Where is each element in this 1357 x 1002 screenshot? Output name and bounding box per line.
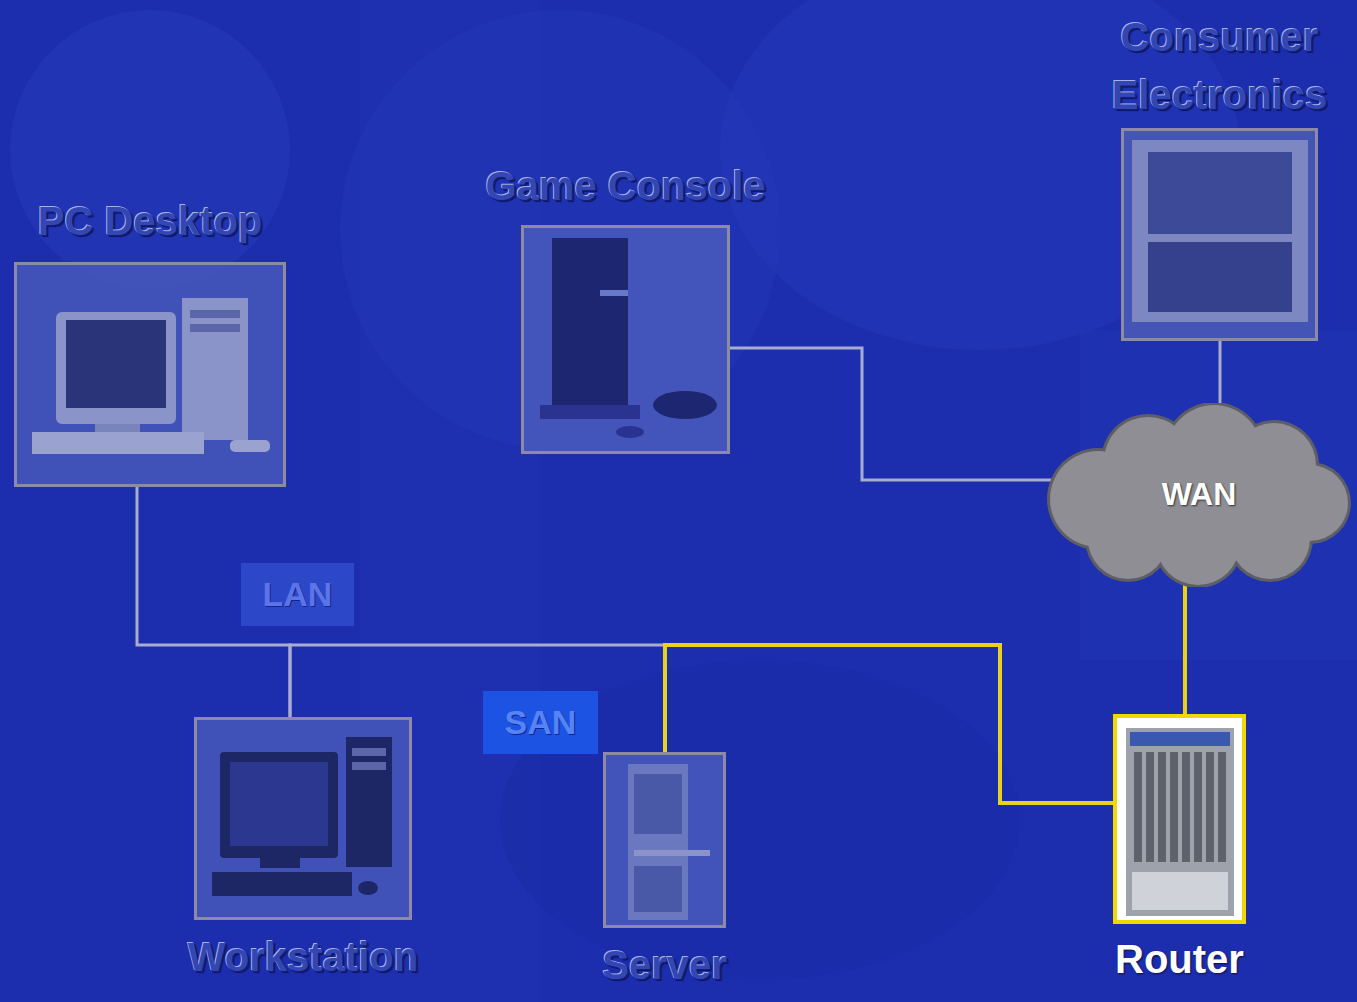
tv-panel (1148, 242, 1292, 312)
picture-frame (194, 717, 412, 920)
consumer-electronics-box: Consumer Electronics (1085, 8, 1355, 341)
network-link (290, 645, 665, 752)
node-heading: Server (602, 942, 727, 988)
router-slot (1158, 752, 1166, 862)
picture-frame (603, 752, 726, 928)
drive-bay (190, 324, 240, 332)
cloud-label: WAN (1162, 477, 1237, 512)
lan-tag: LAN (241, 563, 354, 626)
monitor-screen (230, 762, 328, 846)
router-fan-tray (1132, 872, 1228, 910)
monitor-icon (220, 752, 338, 858)
network-link (1183, 583, 1187, 714)
picture-panel (603, 752, 726, 928)
mouse-icon (230, 440, 270, 452)
pc-desktop-box: PC Desktop (14, 198, 286, 487)
picture-panel (1121, 128, 1318, 341)
router-box: Router (1113, 714, 1246, 982)
san-tag: SAN (483, 691, 598, 754)
server-unit (634, 866, 682, 912)
game-console-box: Game Console (485, 163, 766, 454)
node-heading: Consumer Electronics (1085, 8, 1355, 124)
mouse-icon (358, 881, 378, 895)
controller-icon (653, 391, 717, 419)
network-tag-label: LAN (263, 576, 333, 613)
monitor-icon (56, 312, 176, 424)
cloud-outline (1047, 403, 1351, 587)
picture-frame (14, 262, 286, 487)
disc-slot (600, 290, 628, 296)
server-box: Server (602, 752, 727, 988)
router-slot (1206, 752, 1214, 862)
server-unit (634, 774, 682, 834)
node-heading: Router (1115, 936, 1244, 982)
network-link (730, 348, 1052, 480)
picture-panel (194, 717, 412, 920)
router-slot (1182, 752, 1190, 862)
keyboard-icon (32, 432, 204, 454)
router-label-strip (1130, 732, 1230, 746)
picture-panel (14, 262, 286, 487)
picture-frame (1113, 714, 1246, 924)
drive-bay (352, 748, 386, 756)
drive-bay (190, 310, 240, 318)
node-heading: Workstation (188, 934, 418, 980)
background-shape (10, 10, 290, 290)
cloud-fill-part (1132, 439, 1256, 563)
drive-bay (352, 762, 386, 770)
picture-panel (1113, 714, 1246, 924)
router-slot (1170, 752, 1178, 862)
router-chassis-icon (1126, 728, 1234, 916)
tv-cabinet-icon (1132, 140, 1308, 322)
router-slot (1146, 752, 1154, 862)
network-link (665, 645, 1113, 803)
router-slot (1194, 752, 1202, 862)
keyboard-icon (212, 872, 352, 896)
tower-icon (182, 298, 248, 440)
router-slot (1134, 752, 1142, 862)
network-link (1219, 341, 1222, 405)
monitor-screen (66, 320, 166, 408)
router-slot (1218, 752, 1226, 862)
node-heading: Game Console (485, 163, 765, 209)
server-tray (634, 850, 710, 856)
wan-cloud: WAN (1038, 403, 1352, 587)
picture-frame (1121, 128, 1318, 341)
picture-panel (521, 225, 730, 454)
tv-screen (1148, 152, 1292, 234)
monitor-stand (260, 858, 300, 868)
console-icon (552, 238, 628, 410)
cloud-fill (1050, 405, 1348, 585)
controller-icon (616, 426, 644, 438)
network-tag-label: SAN (505, 704, 577, 741)
workstation-box: Workstation (188, 717, 419, 980)
server-rack-icon (628, 764, 688, 920)
picture-frame (521, 225, 730, 454)
tower-icon (346, 737, 392, 867)
node-heading: PC Desktop (38, 198, 263, 244)
background-shape (1080, 330, 1357, 660)
router-slots (1134, 752, 1226, 862)
console-stand (540, 405, 640, 419)
